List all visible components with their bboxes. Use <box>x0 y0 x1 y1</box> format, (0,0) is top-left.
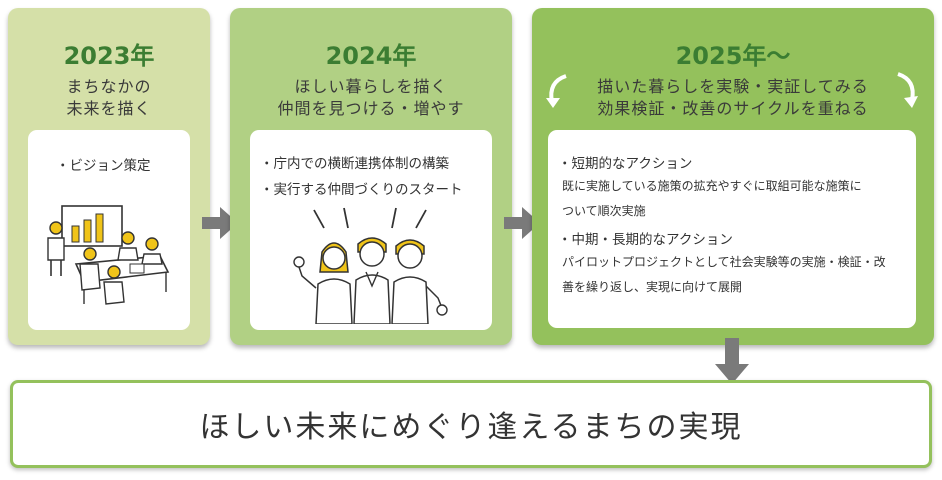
bullet-item: ビジョン策定 <box>56 154 151 174</box>
meeting-illustration <box>47 205 170 305</box>
stage-card: ビジョン策定 <box>28 130 190 330</box>
stage-card: 短期的なアクション 既に実施している施策の拡充やすぐに取組可能な施策に ついて順… <box>548 130 916 328</box>
stage-subtitle: ほしい暮らしを描く 仲間を見つける・増やす <box>277 77 465 118</box>
action-heading: 中期・長期的なアクション <box>558 228 733 248</box>
right-arrow-icon <box>202 207 238 239</box>
cycle-arrow-icon <box>897 72 918 108</box>
down-arrow-icon <box>715 338 749 384</box>
bullet-item: 実行する仲間づくりのスタート <box>260 178 463 198</box>
stage-year: 2025年〜 <box>675 42 791 70</box>
final-goal-banner: ほしい未来にめぐり逢えるまちの実現 <box>10 380 932 468</box>
stage-2025-panel: 2025年〜 描いた暮らしを実験・実証してみる 効果検証・改善のサイクルを重ねる… <box>532 8 934 345</box>
stage-subtitle: 描いた暮らしを実験・実証してみる 効果検証・改善のサイクルを重ねる <box>597 77 869 118</box>
action-description: パイロットプロジェクトとして社会実験等の実施・検証・改 善を繰り返し、実現に向け… <box>562 255 886 294</box>
stage-2024-panel: 2024年 ほしい暮らしを描く 仲間を見つける・増やす 庁内での横断連携体制の構… <box>230 8 512 345</box>
stage-card: 庁内での横断連携体制の構築 実行する仲間づくりのスタート <box>250 130 492 330</box>
bullet-item: 庁内での横断連携体制の構築 <box>260 152 450 172</box>
action-description: 既に実施している施策の拡充やすぐに取組可能な施策に ついて順次実施 <box>562 179 862 218</box>
cycle-arrow-icon <box>546 74 567 108</box>
action-heading: 短期的なアクション <box>558 152 693 172</box>
stage-year: 2024年 <box>325 42 417 70</box>
stage-2023-panel: 2023年 まちなかの 未来を描く ビジョン策定 <box>8 8 210 345</box>
team-cheering-illustration <box>293 207 448 324</box>
right-arrow-icon <box>504 207 540 239</box>
stage-year: 2023年 <box>63 42 155 70</box>
stage-subtitle: まちなかの 未来を描く <box>66 77 152 118</box>
